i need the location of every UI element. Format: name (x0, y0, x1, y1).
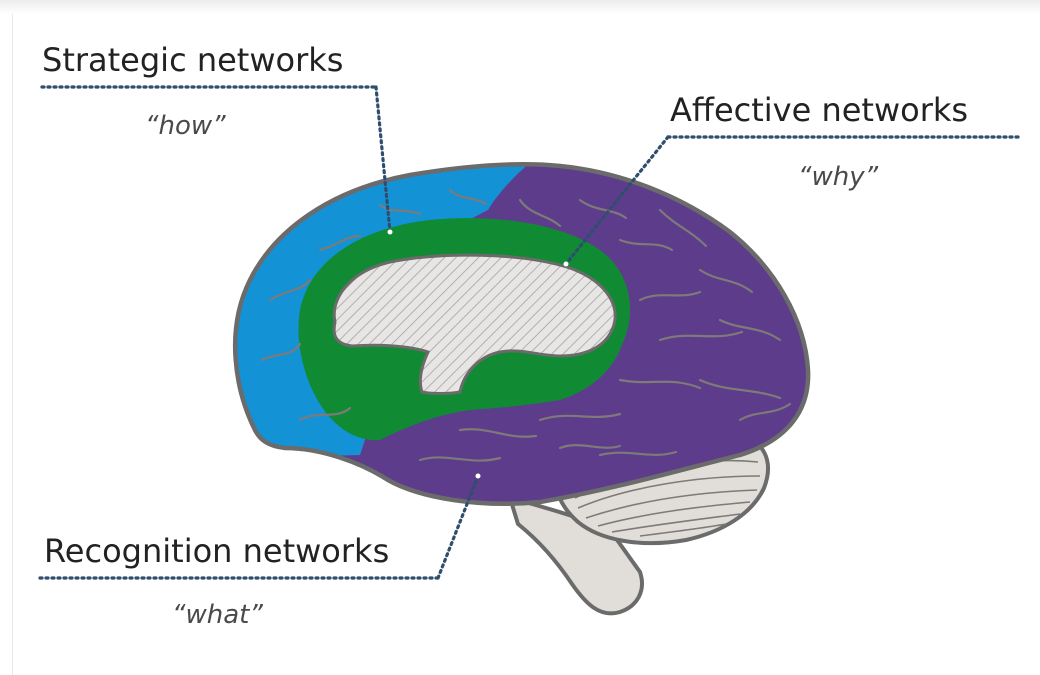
strategic-marker (387, 229, 393, 235)
strategic-networks-label: Strategic networks (42, 41, 344, 79)
affective-marker (563, 261, 569, 267)
affective-leader (564, 135, 670, 266)
limbic-hatch (332, 253, 617, 395)
recognition-marker (475, 473, 481, 479)
sulci-lines (260, 188, 792, 462)
left-border (12, 14, 13, 675)
strategic-leader (374, 85, 392, 234)
affective-region (298, 218, 631, 441)
strategic-quote: “how” (145, 111, 226, 141)
recognition-quote: “what” (172, 600, 263, 630)
recognition-leader (436, 474, 480, 580)
top-shadow (0, 0, 1040, 14)
affective-quote: “why” (798, 162, 879, 192)
affective-networks-label: Affective networks (670, 91, 969, 129)
brain-outline (233, 162, 811, 506)
recognition-networks-label: Recognition networks (44, 532, 390, 570)
